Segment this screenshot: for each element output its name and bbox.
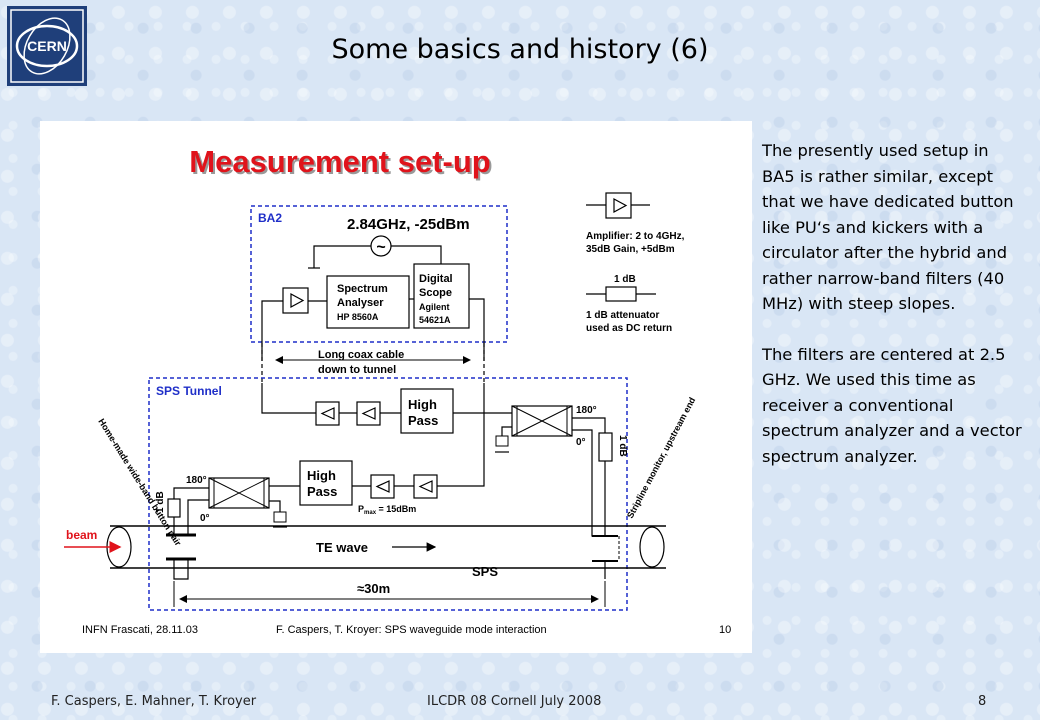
- sps-label: SPS: [472, 564, 498, 579]
- tunnel-label: SPS Tunnel: [156, 384, 222, 398]
- attenuator-left-icon: [167, 498, 181, 518]
- source-symbol: ~: [376, 239, 385, 256]
- amplifier-bottom-1-icon: [370, 474, 395, 499]
- legend-att-label: 1 dB: [614, 274, 636, 285]
- cable-line1: Long coax cable: [318, 349, 404, 361]
- diagram-heading-shadow: Measurement set-up: [191, 146, 492, 181]
- footer-page-number: 8: [978, 694, 987, 709]
- footer-authors: F. Caspers, E. Mahner, T. Kroyer: [51, 694, 257, 709]
- scope-line2: Scope: [419, 287, 452, 299]
- analyser-line3: HP 8560A: [337, 312, 379, 322]
- source-label: 2.84GHz, -25dBm: [347, 216, 470, 233]
- legend-att-line2: used as DC return: [586, 323, 672, 334]
- ba2-box: [250, 205, 508, 343]
- sps-tunnel-box: [148, 377, 628, 611]
- hp-bottom-line1: High: [307, 468, 336, 483]
- amplifier-bottom-2-icon: [413, 474, 438, 499]
- att-left-label: 1 dB: [155, 491, 166, 513]
- analyser-line1: Spectrum: [337, 283, 388, 295]
- diagram-heading: Measurement set-up: [189, 144, 490, 179]
- high-pass-top-box: [400, 388, 454, 434]
- distance-label: ≈30m: [357, 581, 390, 596]
- legend-amp-line1: Amplifier: 2 to 4GHz,: [586, 231, 685, 242]
- pickup-right-label: Stripline monitor, upstream end: [625, 396, 697, 520]
- te-wave-label: TE wave: [316, 540, 368, 555]
- attenuator-right-icon: [598, 432, 613, 462]
- hp-top-line1: High: [408, 397, 437, 412]
- pipe-end-right: [639, 526, 665, 568]
- figure-foot-left: INFN Frascati, 28.11.03: [82, 624, 198, 636]
- scope-line1: Digital: [419, 273, 453, 285]
- description-paragraph-1: The presently used setup in BA5 is rathe…: [762, 141, 1014, 313]
- footer-event: ILCDR 08 Cornell July 2008: [427, 694, 602, 709]
- hybrid-right-180: 180°: [576, 405, 597, 416]
- figure-foot-right: 10: [719, 624, 731, 636]
- digital-scope-box: [413, 263, 470, 329]
- analyser-line2: Analyser: [337, 297, 384, 309]
- scope-line3: Agilent: [419, 302, 450, 312]
- legend-attenuator-icon: [605, 286, 637, 302]
- description-text: The presently used setup in BA5 is rathe…: [762, 138, 1024, 494]
- pickup-left-label: Home-made wide-band button pair: [96, 417, 183, 548]
- amplifier-top-1-icon: [315, 401, 340, 426]
- setup-diagram: Measurement set-up Measurement set-up BA…: [64, 144, 731, 636]
- scope-line4: 54621A: [419, 315, 451, 325]
- measurement-setup-figure: Measurement set-up Measurement set-up BA…: [40, 121, 752, 653]
- spectrum-analyser-box: [326, 275, 410, 329]
- figure-foot-center: F. Caspers, T. Kroyer: SPS waveguide mod…: [276, 624, 547, 636]
- cable-line2: down to tunnel: [318, 364, 396, 376]
- amplifier-top-2-icon: [356, 401, 381, 426]
- legend-att-line1: 1 dB attenuator: [586, 310, 659, 321]
- logo-text: CERN: [27, 38, 67, 54]
- cern-logo: CERN: [7, 6, 87, 86]
- ba2-label: BA2: [258, 211, 282, 225]
- pmax-label: Pmax = 15dBm: [358, 504, 416, 516]
- att-right-label: 1 dB: [617, 435, 628, 457]
- description-paragraph-2: The filters are centered at 2.5 GHz. We …: [762, 344, 1022, 466]
- legend-amp-line2: 35dB Gain, +5dBm: [586, 244, 675, 255]
- high-pass-bottom-box: [299, 460, 353, 506]
- hp-bottom-line2: Pass: [307, 484, 337, 499]
- slide-title: Some basics and history (6): [331, 34, 709, 65]
- hybrid-left-180: 180°: [186, 475, 207, 486]
- hp-top-line2: Pass: [408, 413, 438, 428]
- hybrid-right-0: 0°: [576, 437, 586, 448]
- hybrid-left-0: 0°: [200, 513, 210, 524]
- beam-label: beam: [66, 528, 97, 542]
